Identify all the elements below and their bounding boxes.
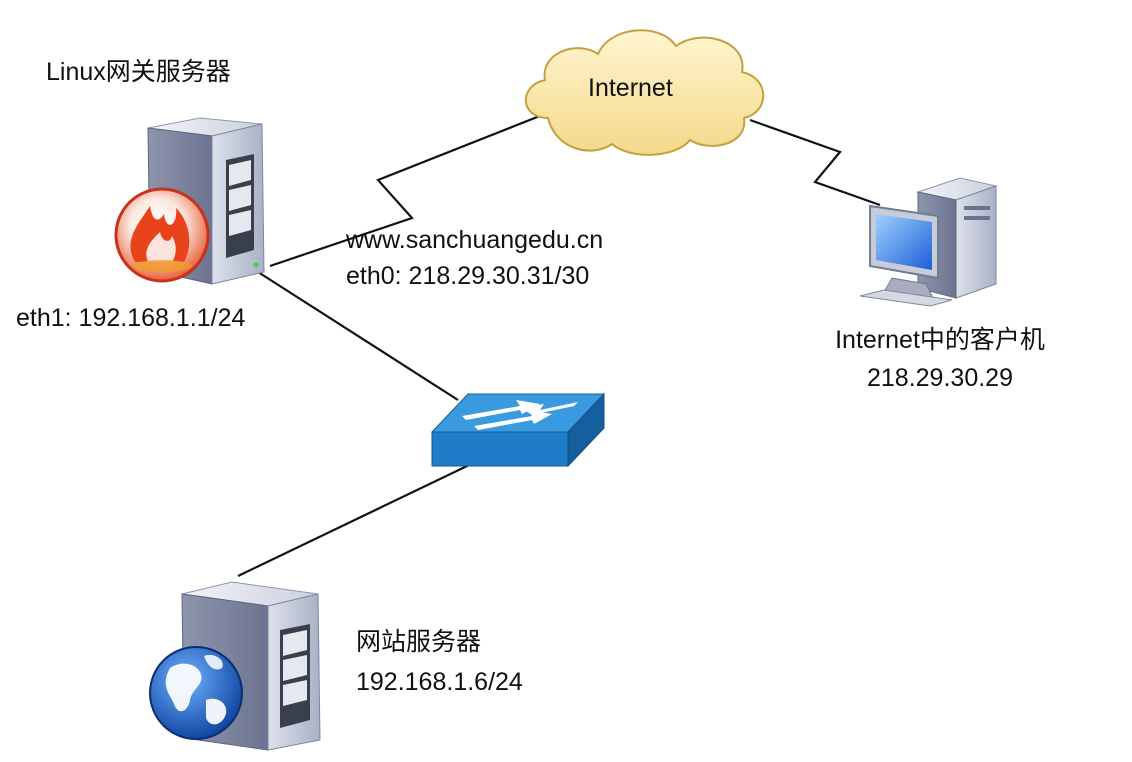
- webserver-title: 网站服务器: [356, 628, 482, 656]
- cloud-icon: [524, 29, 765, 156]
- link-internet-client: [749, 118, 881, 207]
- client-title: Internet中的客户机: [835, 326, 1045, 354]
- link-switch-webserver: [237, 454, 491, 577]
- gateway-domain-name: www.sanchuangedu.cn: [346, 226, 604, 254]
- web-server-globe-icon: [149, 581, 321, 751]
- network-switch-icon: [430, 392, 606, 468]
- gateway-eth1-address: eth1: 192.168.1.1/24: [16, 304, 246, 332]
- connection-lines: [237, 106, 881, 577]
- webserver-ip-address: 192.168.1.6/24: [356, 668, 523, 696]
- internet-cloud-label: Internet: [588, 74, 673, 102]
- gateway-title: Linux网关服务器: [46, 58, 231, 86]
- firewall-server-icon: [114, 117, 265, 285]
- desktop-computer-icon: [859, 177, 998, 307]
- link-gateway-internet: [269, 106, 561, 268]
- gateway-eth0-address: eth0: 218.29.30.31/30: [346, 262, 590, 290]
- link-gateway-switch: [257, 271, 459, 401]
- client-ip-address: 218.29.30.29: [867, 364, 1013, 392]
